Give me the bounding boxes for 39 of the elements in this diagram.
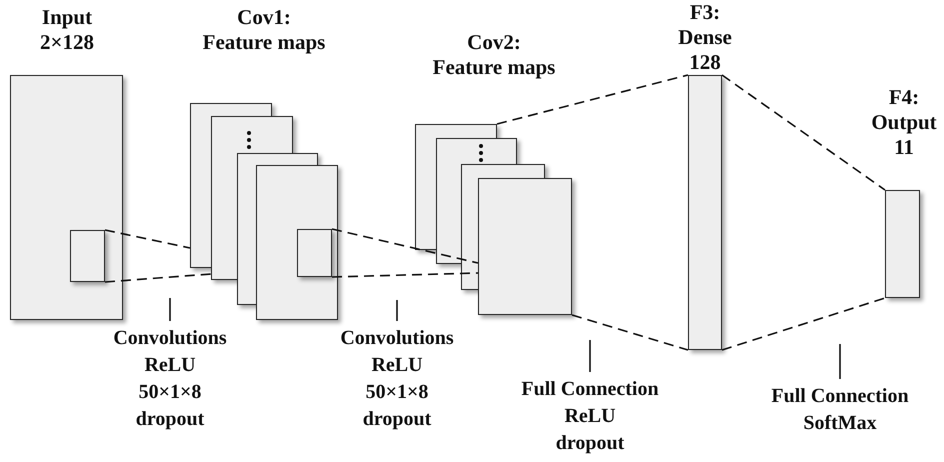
kernel-window [70,230,105,282]
operation-label: Full Connection [521,377,659,402]
leader-line [169,298,171,321]
operation-label: dropout [556,431,624,456]
dashed-connector [722,297,886,351]
operation-label: dropout [362,407,432,432]
layer-label: 11 [894,135,914,160]
operation-label: Full Connection [771,384,909,409]
layer-label: Input [42,5,92,30]
layer-label: F4: [888,85,920,110]
operation-label: Convolutions [340,326,454,351]
layer-label: Cov2: [467,30,521,55]
operation-label: ReLU [371,353,423,378]
layer-label: Feature maps [202,30,326,55]
operation-label: Convolutions [113,326,227,351]
dashed-connector [332,228,478,264]
operation-label: 50×1×8 [138,380,202,405]
layer-label: Dense [678,25,732,50]
operation-label: SoftMax [803,411,877,436]
kernel-window [297,229,332,277]
operation-label: ReLU [144,353,196,378]
operation-label: 50×1×8 [366,380,428,405]
dashed-connector [572,314,688,351]
dashed-connector [722,74,886,191]
layer-label: Output [871,110,937,135]
dashed-connector [496,74,688,125]
operation-label: ReLU [564,404,616,429]
leader-line [839,344,841,379]
dashed-connector [104,273,212,283]
dashed-connector [332,272,478,278]
leader-line [589,340,591,372]
layer-label: F3: [690,0,720,25]
layer-label: Cov1: [237,5,291,30]
layer-label: Feature maps [432,55,556,80]
layer-label: 128 [689,50,721,75]
leader-line [396,300,398,321]
operation-label: dropout [136,407,204,432]
layer-label: 2×128 [40,30,94,55]
dashed-connector [104,229,190,249]
